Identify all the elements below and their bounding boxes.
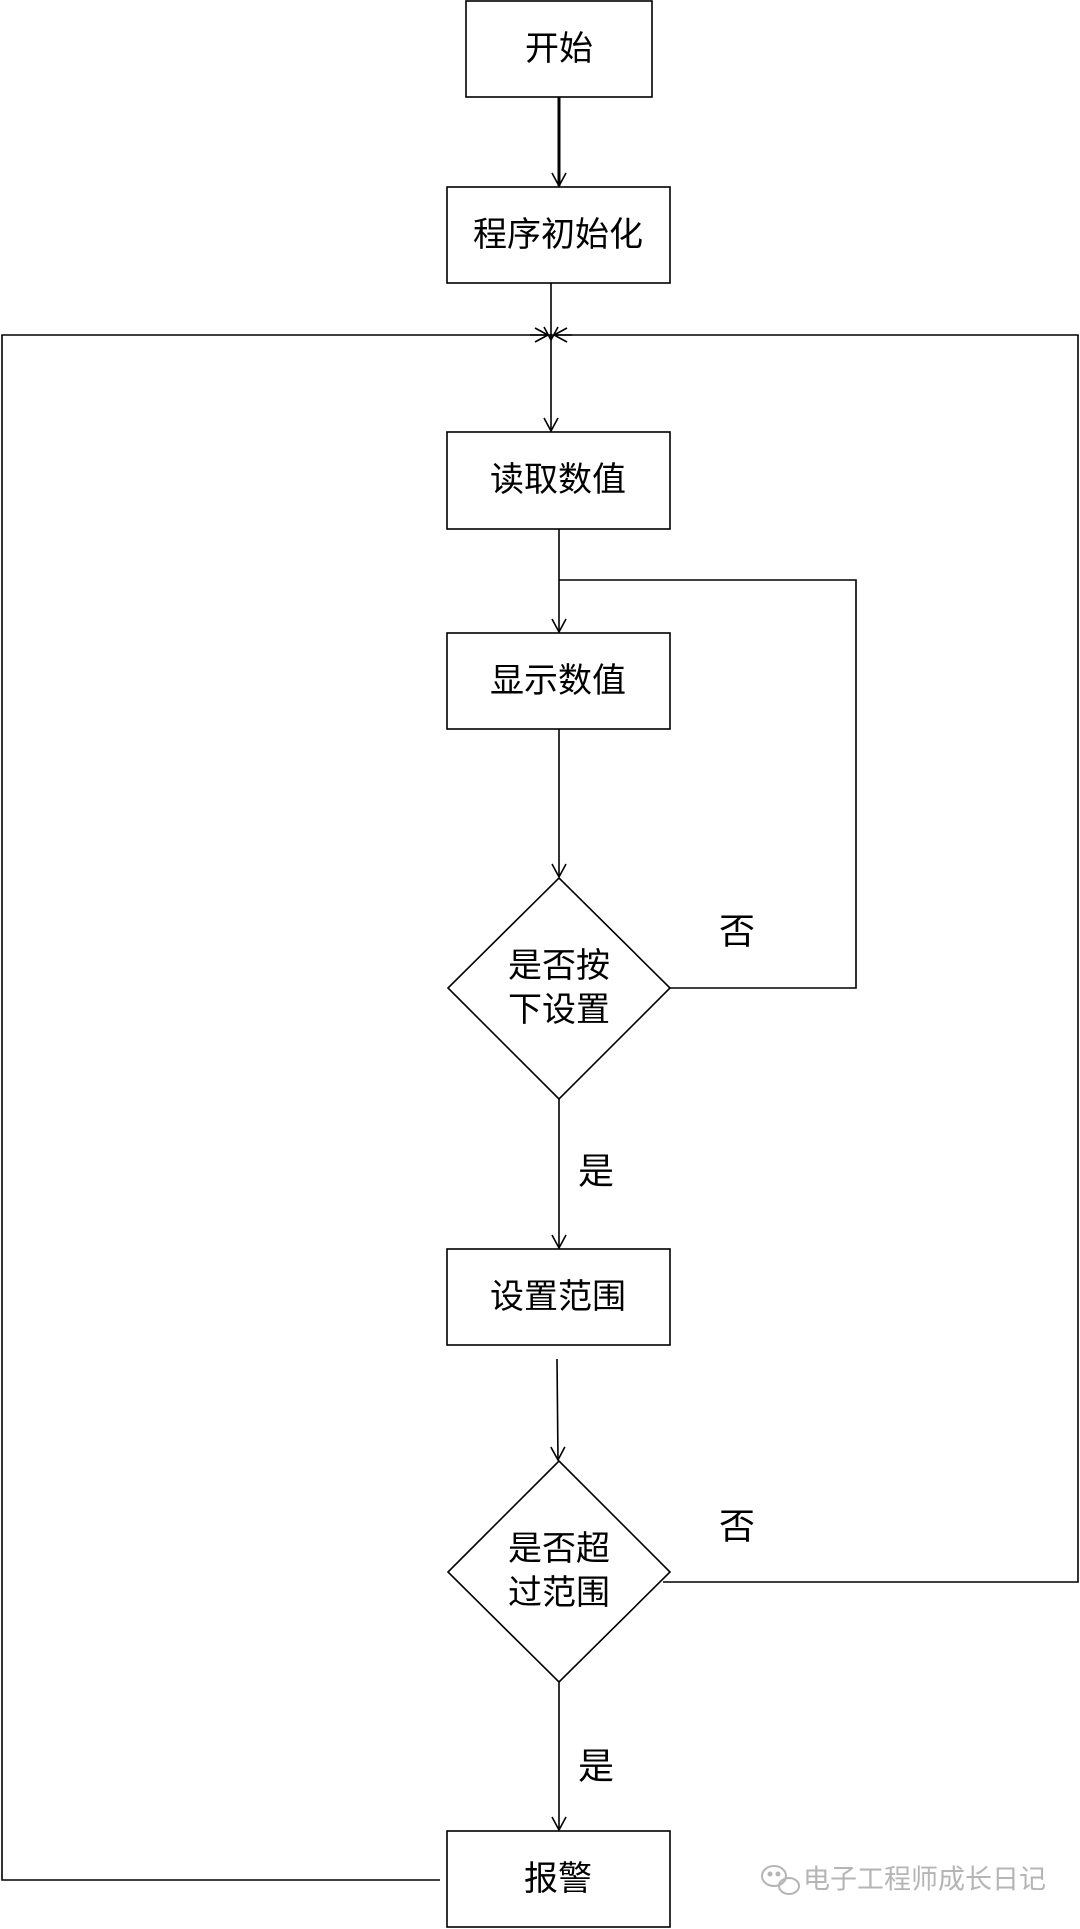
wechat-icon <box>761 1865 800 1895</box>
edge-set-range-to-decision-range <box>550 1358 566 1462</box>
node-set-range-label: 设置范围 <box>490 1277 626 1317</box>
node-decision-set-line1: 是否按 <box>508 946 610 986</box>
edge-decision-range-no-loop <box>551 334 1079 1583</box>
node-read: 读取数值 <box>446 431 671 530</box>
edge-decision-set-no-loop <box>559 579 857 989</box>
node-init: 程序初始化 <box>446 186 671 284</box>
node-decision-set: 是否按 下设置 <box>446 876 672 1101</box>
node-start-label: 开始 <box>525 29 593 69</box>
node-decision-range: 是否超 过范围 <box>446 1459 672 1684</box>
watermark: 电子工程师成长日记 <box>761 1865 1046 1896</box>
node-alarm: 报警 <box>446 1830 671 1928</box>
node-start: 开始 <box>465 0 653 98</box>
node-decision-set-line2: 下设置 <box>508 990 610 1030</box>
edge-label-range-no: 否 <box>719 1507 755 1548</box>
node-display: 显示数值 <box>446 632 671 730</box>
watermark-text: 电子工程师成长日记 <box>803 1865 1046 1896</box>
node-init-label: 程序初始化 <box>473 215 643 255</box>
node-set-range: 设置范围 <box>446 1248 671 1346</box>
node-decision-range-line2: 过范围 <box>508 1573 610 1613</box>
node-alarm-label: 报警 <box>524 1859 592 1899</box>
node-display-label: 显示数值 <box>490 661 626 701</box>
edge-label-set-no: 否 <box>719 912 755 953</box>
edge-label-set-yes: 是 <box>578 1152 614 1193</box>
node-read-label: 读取数值 <box>490 460 626 500</box>
edge-alarm-loop <box>1 334 551 1881</box>
node-decision-range-line1: 是否超 <box>508 1529 610 1569</box>
edge-label-range-yes: 是 <box>578 1747 614 1788</box>
